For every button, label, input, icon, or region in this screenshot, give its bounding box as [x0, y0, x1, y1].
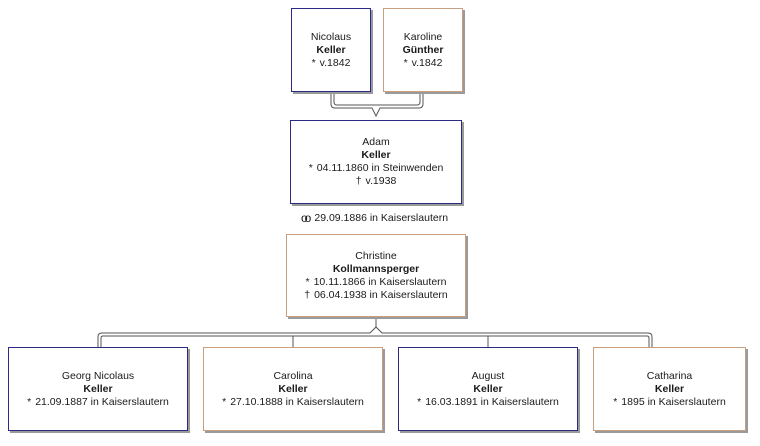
- surname: Keller: [654, 382, 685, 395]
- birth-icon: *: [311, 56, 316, 69]
- person-card-christine[interactable]: Christine Kollmannsperger *10.11.1866 in…: [286, 234, 466, 317]
- birth-date: 27.10.1888 in Kaiserslautern: [230, 395, 364, 408]
- birth-date: v.1842: [411, 56, 443, 69]
- death-icon: †: [304, 288, 311, 301]
- given-name: August: [471, 369, 505, 382]
- surname: Keller: [316, 43, 346, 56]
- person-card-nicolaus[interactable]: Nicolaus Keller *v.1842: [291, 8, 371, 92]
- person-card-georg-nicolaus[interactable]: Georg Nicolaus Keller *21.09.1887 in Kai…: [8, 347, 188, 431]
- birth-icon: *: [222, 395, 227, 408]
- birth-line: *v.1842: [404, 57, 443, 70]
- birth-date: 10.11.1866 in Kaiserslautern: [313, 275, 447, 288]
- death-line: †06.04.1938 in Kaiserslautern: [304, 289, 448, 302]
- birth-date: 21.09.1887 in Kaiserslautern: [35, 395, 169, 408]
- given-name: Christine: [355, 249, 397, 262]
- ring-icon: oo: [301, 211, 312, 225]
- given-name: Catharina: [646, 369, 693, 382]
- birth-icon: *: [613, 395, 618, 408]
- surname: Keller: [473, 382, 503, 395]
- birth-line: *16.03.1891 in Kaiserslautern: [417, 396, 559, 409]
- marriage-info: oo 29.09.1886 in Kaiserslautern: [301, 211, 448, 225]
- birth-line: *10.11.1866 in Kaiserslautern: [306, 276, 447, 289]
- birth-date: 16.03.1891 in Kaiserslautern: [425, 395, 559, 408]
- given-name: Adam: [362, 136, 390, 148]
- birth-icon: *: [27, 395, 32, 408]
- person-card-august[interactable]: August Keller *16.03.1891 in Kaiserslaut…: [398, 347, 578, 431]
- birth-icon: *: [308, 162, 313, 174]
- death-icon: †: [355, 175, 362, 187]
- given-name: Carolina: [273, 369, 313, 382]
- given-name: Karoline: [403, 30, 443, 43]
- birth-line: *04.11.1860 in Steinwenden: [309, 162, 444, 175]
- surname: Keller: [83, 382, 113, 395]
- birth-icon: *: [403, 56, 408, 69]
- person-card-catharina[interactable]: Catharina Keller *1895 in Kaiserslautern: [593, 347, 746, 431]
- birth-date: 1895 in Kaiserslautern: [621, 395, 726, 408]
- marriage-date: 29.09.1886 in Kaiserslautern: [314, 212, 449, 224]
- grandparents-connector-inner: [333, 92, 421, 106]
- surname: Keller: [361, 149, 391, 161]
- person-card-karoline[interactable]: Karoline Günther *v.1842: [383, 8, 463, 92]
- birth-icon: *: [305, 275, 310, 288]
- grandparents-connector: [330, 92, 424, 118]
- person-card-adam[interactable]: Adam Keller *04.11.1860 in Steinwenden †…: [290, 120, 462, 204]
- birth-icon: *: [417, 395, 422, 408]
- surname: Keller: [278, 382, 308, 395]
- children-connector-bar: [97, 326, 653, 347]
- surname: Günther: [402, 43, 444, 56]
- surname: Kollmannsperger: [332, 262, 420, 275]
- person-card-carolina[interactable]: Carolina Keller *27.10.1888 in Kaisersla…: [203, 347, 383, 431]
- death-date: v.1938: [365, 175, 397, 187]
- birth-date: 04.11.1860 in Steinwenden: [316, 162, 444, 174]
- birth-line: *27.10.1888 in Kaiserslautern: [222, 396, 364, 409]
- given-name: Nicolaus: [310, 30, 352, 43]
- birth-line: *21.09.1887 in Kaiserslautern: [27, 396, 169, 409]
- birth-line: *v.1842: [312, 57, 351, 70]
- children-connector-bar-inner: [100, 335, 650, 347]
- death-line: †v.1938: [356, 175, 397, 188]
- birth-line: *1895 in Kaiserslautern: [613, 396, 726, 409]
- death-date: 06.04.1938 in Kaiserslautern: [314, 288, 448, 301]
- given-name: Georg Nicolaus: [61, 369, 135, 382]
- birth-date: v.1842: [319, 56, 351, 69]
